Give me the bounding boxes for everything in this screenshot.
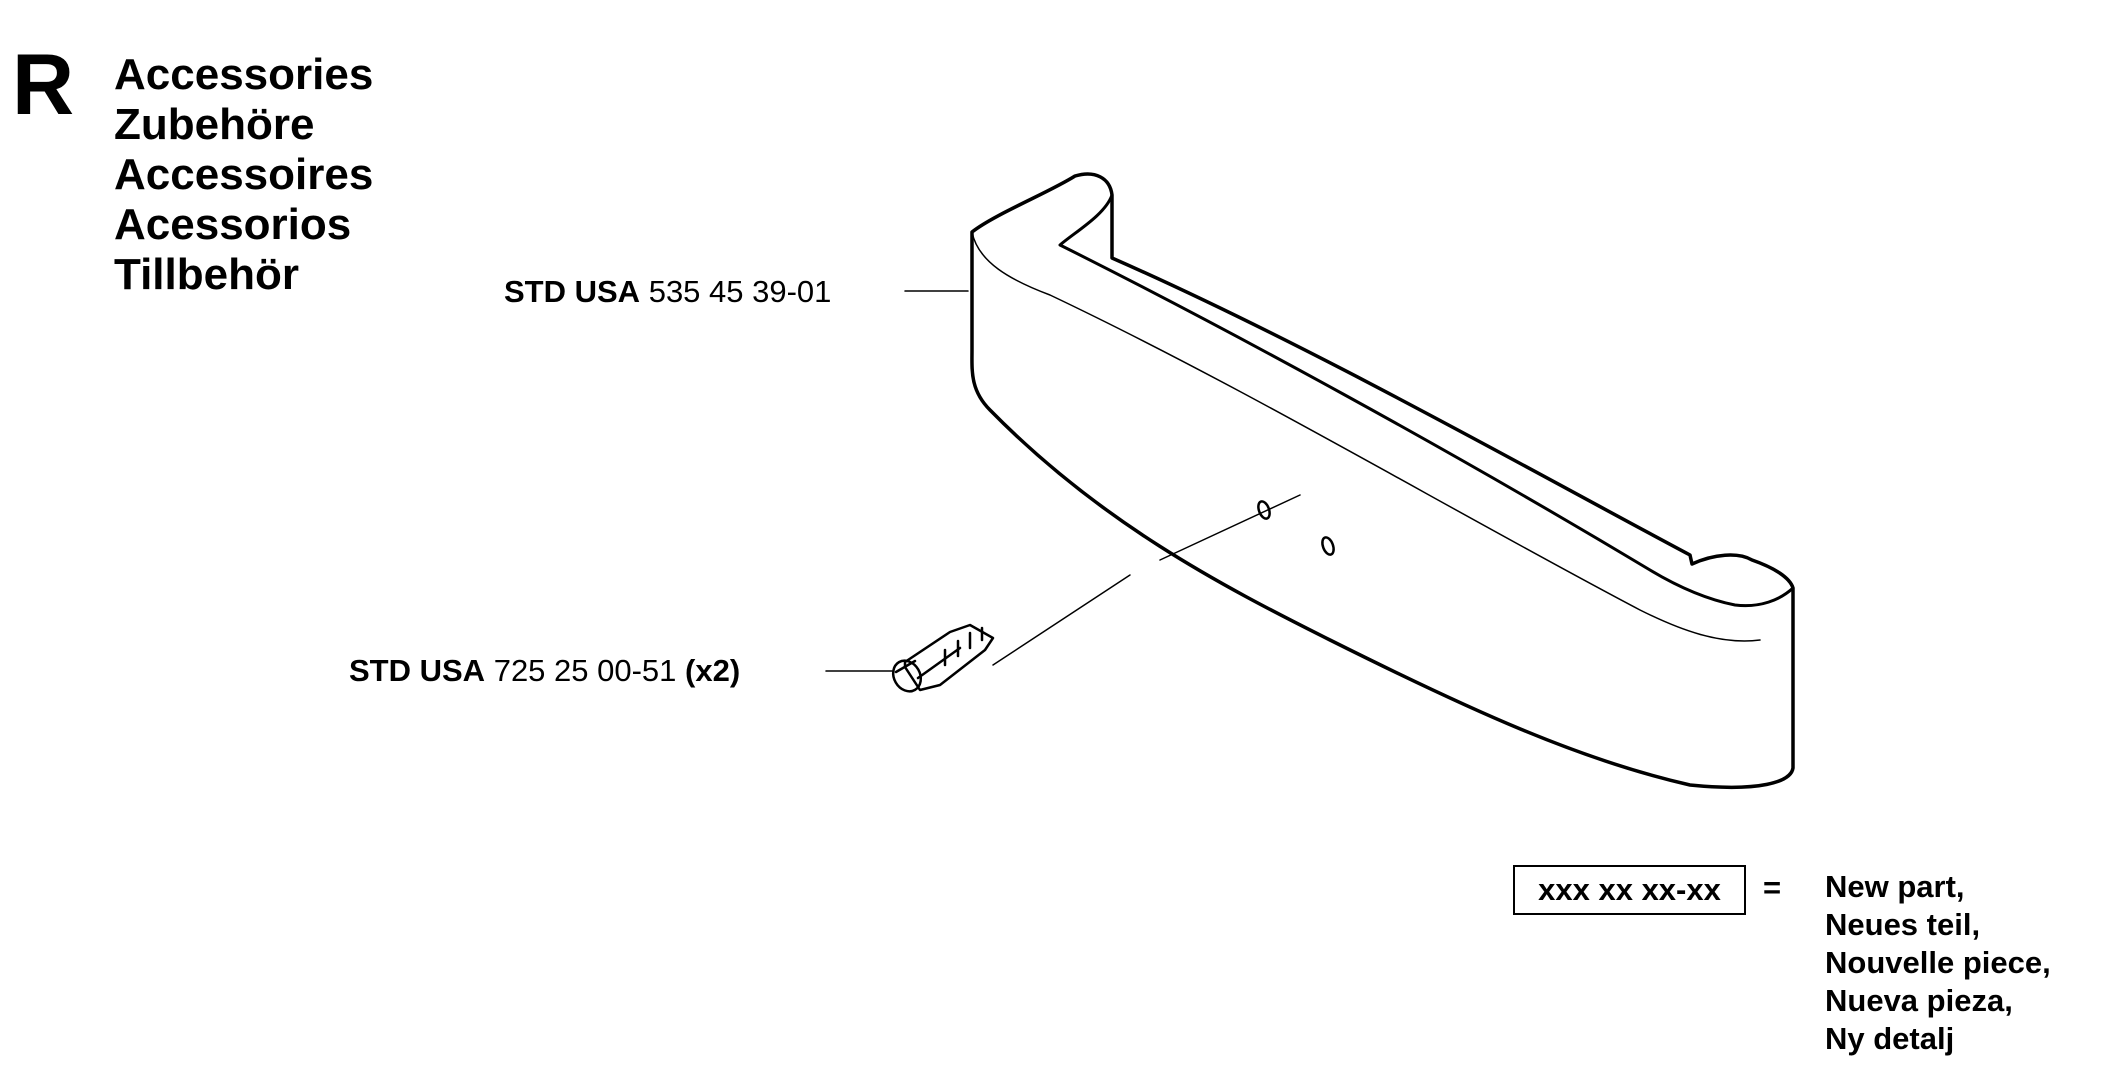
title-french: Accessoires [114,150,374,199]
bolt-axis-line [992,574,1131,666]
bumper-front-ridge [971,231,1761,642]
bolt [891,623,995,693]
legend-meaning-swedish: Ny detalj [1825,1021,1955,1056]
bumper-top-inner-edge [1058,193,1795,608]
legend-meaning-english: New part, [1825,869,1965,904]
bolt-axis-line-2 [1159,494,1301,561]
callout-bumper: STD USA 535 45 39-01 [504,276,831,307]
bumper-outline [970,172,1795,789]
callout-bumper-prefix: STD USA [504,274,641,309]
mounting-hole-2 [1321,536,1335,556]
title-english: Accessories [114,50,374,99]
title-swedish: Tillbehör [114,250,299,299]
legend-meanings: New part, Neues teil, Nouvelle piece, Nu… [1825,868,2051,1058]
callout-bolt-number: 725 25 00-51 [493,653,677,688]
legend-meaning-french: Nouvelle piece, [1825,945,2051,980]
legend-equals: = [1763,870,1782,905]
callout-bumper-number: 535 45 39-01 [648,274,832,309]
section-letter: R [12,37,75,133]
legend-meaning-german: Neues teil, [1825,907,1981,942]
legend-meaning-spanish: Nueva pieza, [1825,983,2013,1018]
callout-bolt-qty: (x2) [685,653,741,688]
title-german: Zubehöre [114,100,315,149]
mounting-hole-1 [1257,500,1271,520]
section-titles: Accessories Zubehöre Accessoires Acessor… [114,50,373,300]
callout-bolt: STD USA 725 25 00-51 (x2) [349,655,740,686]
legend-code-box: xxx xx xx-xx [1513,865,1746,915]
title-spanish: Acessorios [114,200,352,249]
callout-bolt-prefix: STD USA [349,653,486,688]
